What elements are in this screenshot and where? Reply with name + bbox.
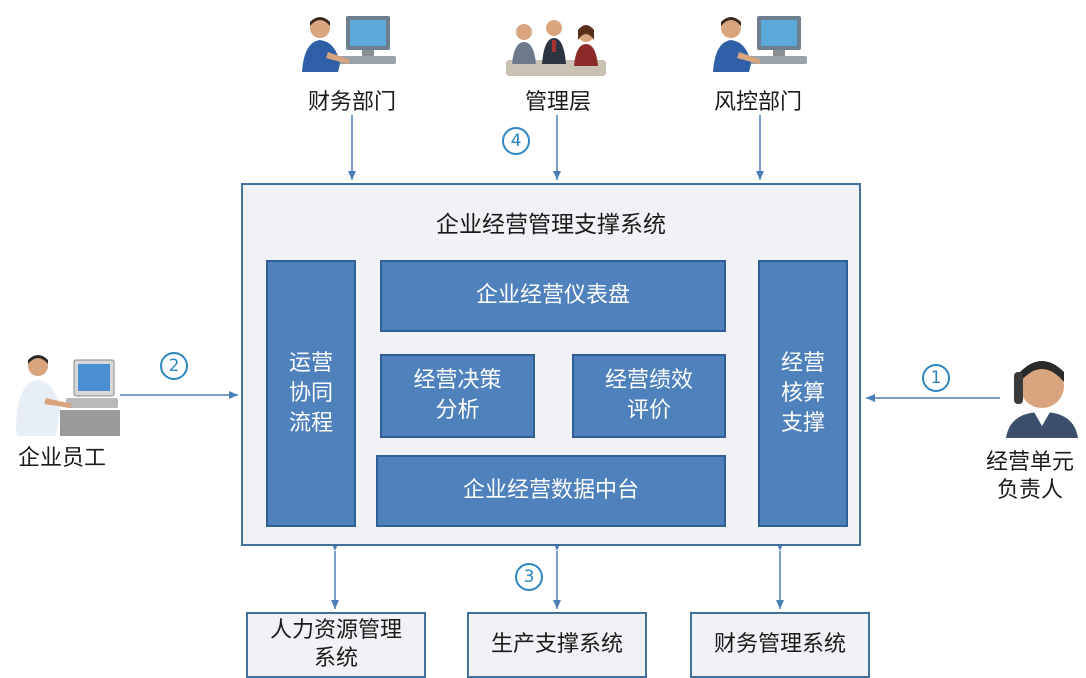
actor-risk-dept: 风控部门	[713, 90, 802, 115]
step-marker-3: 3	[515, 563, 543, 591]
actor-employee: 企业员工	[17, 446, 106, 471]
risk-staff-icon	[713, 16, 807, 72]
module-dashboard: 企业经营仪表盘	[380, 260, 726, 332]
module-accounting-support: 经营 核算 支撑	[758, 260, 848, 527]
module-ops-workflow: 运营 协同 流程	[266, 260, 356, 527]
main-system-box: 企业经营管理支撑系统 运营 协同 流程 企业经营仪表盘 经营决策 分析 经营绩效…	[241, 183, 861, 546]
external-finance-system: 财务管理系统	[690, 612, 870, 678]
actor-finance-dept: 财务部门	[307, 90, 396, 115]
employee-icon	[16, 355, 120, 436]
external-production-system: 生产支撑系统	[467, 612, 647, 678]
actor-unit-owner: 经营单元 负责人	[985, 450, 1074, 503]
module-data-platform: 企业经营数据中台	[376, 455, 726, 527]
actor-management: 管理层	[524, 90, 591, 115]
module-decision-analysis: 经营决策 分析	[380, 354, 535, 438]
finance-staff-icon	[302, 16, 396, 72]
system-title: 企业经营管理支撑系统	[436, 212, 666, 238]
module-performance-evaluation: 经营绩效 评价	[572, 354, 726, 438]
management-meeting-icon	[506, 20, 606, 76]
external-hr-system: 人力资源管理 系统	[246, 612, 426, 678]
unit-owner-phone-icon	[1006, 361, 1078, 438]
step-marker-4: 4	[502, 127, 530, 155]
step-marker-1: 1	[922, 364, 950, 392]
step-marker-2: 2	[160, 352, 188, 380]
